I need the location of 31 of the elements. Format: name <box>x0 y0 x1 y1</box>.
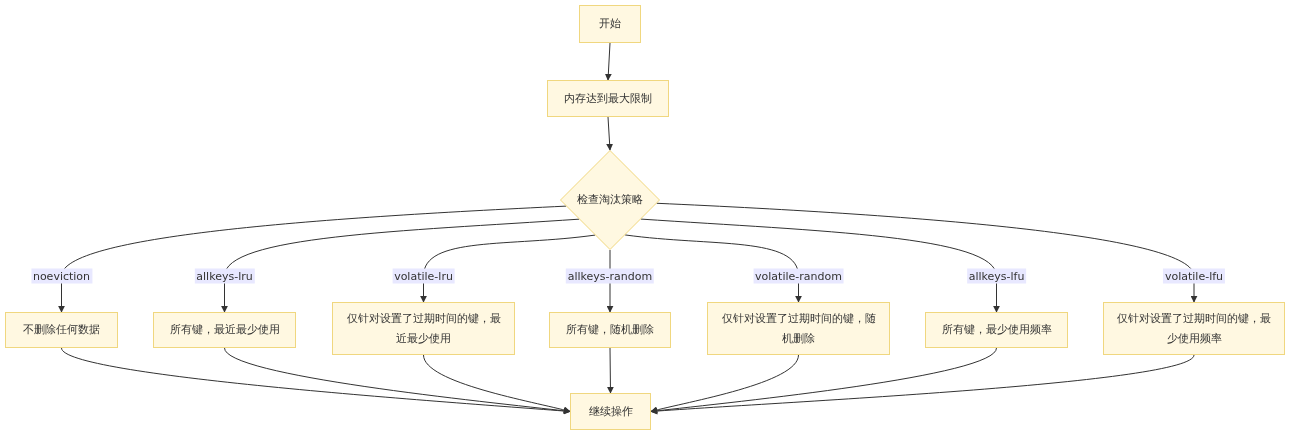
arrow <box>606 116 614 151</box>
arrow <box>640 218 1000 313</box>
arrow <box>423 354 571 414</box>
arrow <box>650 347 997 415</box>
edge-label: allkeys-random <box>565 268 655 284</box>
arrow <box>650 354 1195 415</box>
process-box: 仅针对设置了过期时间的键，最近最少使用 <box>332 302 515 355</box>
edge-label: noeviction <box>30 268 93 284</box>
edge-label: volatile-lru <box>392 268 455 284</box>
process-box: 开始 <box>579 5 641 43</box>
edge-label: allkeys-lfu <box>966 268 1027 284</box>
process-box: 所有键，最少使用频率 <box>925 312 1068 348</box>
decision-diamond: 检查淘汰策略 <box>560 150 660 250</box>
arrow <box>224 347 571 415</box>
process-box: 所有键，随机删除 <box>549 312 671 348</box>
arrow <box>604 42 612 81</box>
edge-label: volatile-lfu <box>1162 268 1226 284</box>
arrow <box>656 202 1198 303</box>
process-box: 继续操作 <box>570 393 651 430</box>
process-box: 所有键，最近最少使用 <box>153 312 296 348</box>
arrow <box>221 218 580 313</box>
edge-label: volatile-random <box>753 268 844 284</box>
arrow <box>420 234 596 303</box>
arrow <box>624 234 802 303</box>
process-box: 不删除任何数据 <box>5 312 118 348</box>
process-box: 仅针对设置了过期时间的键，随机删除 <box>707 302 890 355</box>
arrow <box>606 347 614 394</box>
edge-label: allkeys-lru <box>194 268 255 284</box>
process-box: 仅针对设置了过期时间的键，最少使用频率 <box>1103 302 1285 355</box>
process-box: 内存达到最大限制 <box>547 80 669 117</box>
arrow <box>58 205 567 313</box>
